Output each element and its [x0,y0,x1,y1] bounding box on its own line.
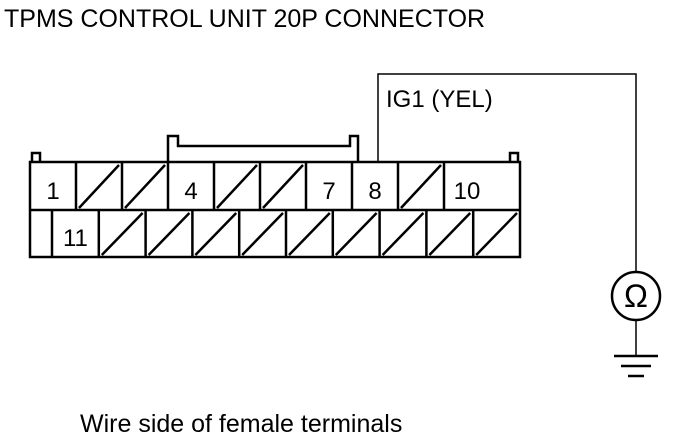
unused-terminal-slash [475,212,518,256]
terminal-10-label: 10 [454,178,481,205]
unused-terminal-slash [78,164,120,209]
terminal-11-label: 11 [63,225,88,252]
diagram-caption: Wire side of female terminals [80,410,402,438]
terminal-4-label: 4 [184,178,197,205]
connector-right-tab [508,151,520,162]
terminal-1-label: 1 [46,178,59,205]
diagram-title: TPMS CONTROL UNIT 20P CONNECTOR [4,5,485,33]
connector-left-tab [30,151,42,162]
unused-terminal-slash [428,212,472,256]
ohmmeter-symbol: Ω [624,278,648,314]
connector-latch [166,134,360,162]
unused-terminal-slash [147,212,191,256]
unused-terminal-slash [194,212,238,256]
unused-terminal-slash [100,212,144,256]
unused-terminal-slash [124,164,166,209]
unused-terminal-slash [334,212,378,256]
unused-terminal-slash [216,164,258,209]
unused-terminal-slash [400,164,442,209]
wire-label: IG1 (YEL) [386,86,493,113]
unused-terminal-slash [288,212,331,256]
connector-top-row: 1 4 7 8 10 [46,162,480,210]
ig1-wire [377,73,637,272]
terminal-8-label: 8 [368,178,381,205]
ground-icon [614,320,658,378]
terminal-7-label: 7 [322,178,335,205]
unused-terminal-slash [241,212,284,256]
unused-terminal-slash [381,212,425,256]
connector-bottom-row: 11 [50,210,518,257]
unused-terminal-slash [262,164,304,209]
